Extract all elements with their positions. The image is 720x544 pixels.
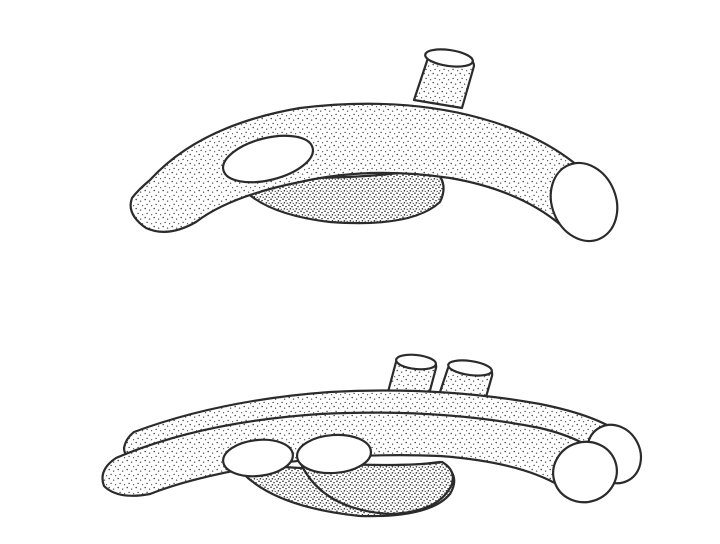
single-knot-panel [131, 47, 629, 251]
double-knot-panel [103, 353, 652, 516]
